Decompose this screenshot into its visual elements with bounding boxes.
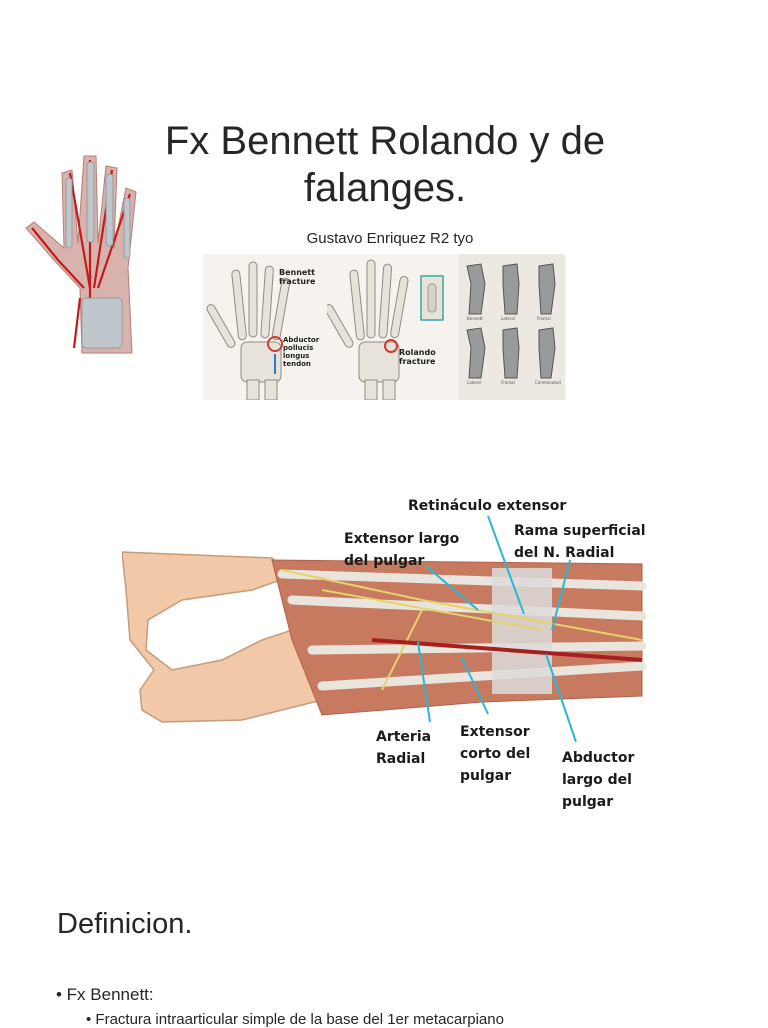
- xray-caption-1: Bennett: [467, 316, 483, 321]
- bennett-label-l1: Bennett: [279, 268, 315, 277]
- label-extensor-corto-l3: pulgar: [460, 768, 512, 784]
- xray-caption-4: Lateral: [467, 380, 481, 385]
- rolando-hand-skeleton-icon: [324, 259, 444, 401]
- xray-caption-3: Frontal: [537, 316, 551, 321]
- label-extensor-corto: Extensor corto del pulgar: [460, 721, 530, 787]
- abductor-label-l3: longus: [283, 352, 310, 360]
- label-arteria-radial: Arteria Radial: [376, 726, 431, 770]
- abductor-label-l1: Abductor: [283, 336, 320, 344]
- label-extensor-largo-l2: del pulgar: [344, 553, 425, 569]
- xray-caption-6: Comminuted: [535, 380, 561, 385]
- bennett-hand-skeleton-icon: [206, 261, 291, 401]
- label-extensor-largo: Extensor largo del pulgar: [344, 528, 459, 572]
- label-rama-l1: Rama superficial: [514, 523, 646, 539]
- label-rama-l2: del N. Radial: [514, 545, 615, 561]
- label-rama-superficial: Rama superficial del N. Radial: [514, 520, 646, 564]
- abductor-label: Abductor pollucis longus tendon: [283, 336, 319, 368]
- title-line-2: falanges.: [303, 166, 467, 210]
- label-arteria-l2: Radial: [376, 751, 426, 767]
- thumb-wrist-anatomy-figure: Retináculo extensor Extensor largo del p…: [121, 490, 652, 820]
- abductor-label-l4: tendon: [283, 360, 311, 368]
- xray-caption-2: Lateral: [501, 316, 515, 321]
- rolando-label-l1: Rolando: [399, 348, 436, 357]
- abductor-label-l2: pollucis: [283, 344, 314, 352]
- bullet-definition: • Fractura intraarticular simple de la b…: [86, 1011, 504, 1028]
- rolando-label-l2: fracture: [399, 357, 436, 366]
- label-abductor-largo: Abductor largo del pulgar: [562, 747, 634, 813]
- section-heading: Definicion.: [57, 908, 193, 940]
- label-extensor-corto-l2: corto del: [460, 746, 531, 762]
- xray-views-panel: Bennett Lateral Frontal Lateral Frontal …: [459, 254, 565, 400]
- slide-subtitle: Gustavo Enriquez R2 tyo: [306, 230, 474, 247]
- label-abductor-l3: pulgar: [562, 794, 614, 810]
- rolando-panel: Rolando fracture: [324, 254, 455, 401]
- rolando-label: Rolando fracture: [399, 348, 436, 366]
- label-retinaculo: Retináculo extensor: [408, 498, 567, 514]
- thumb-wrist-illustration-icon: [121, 515, 647, 743]
- label-abductor-l1: Abductor: [562, 750, 635, 766]
- metacarpal-xray-views-icon: [466, 263, 556, 379]
- bennett-panel: Bennett fracture Abductor pollucis longu…: [203, 254, 323, 401]
- label-abductor-l2: largo del: [562, 772, 632, 788]
- hand-vascular-illustration: [22, 148, 148, 358]
- bullet-fx-bennett: • Fx Bennett:: [56, 985, 154, 1004]
- label-extensor-largo-l1: Extensor largo: [344, 531, 460, 547]
- bennett-label-l2: fracture: [279, 277, 316, 286]
- label-extensor-corto-l1: Extensor: [460, 724, 530, 740]
- slide-title: Fx Bennett Rolando y de falanges.: [120, 118, 650, 212]
- bennett-label: Bennett fracture: [279, 268, 315, 286]
- xray-caption-5: Frontal: [501, 380, 515, 385]
- fracture-xray-figure: Bennett fracture Abductor pollucis longu…: [203, 254, 565, 401]
- label-arteria-l1: Arteria: [376, 729, 432, 745]
- title-line-1: Fx Bennett Rolando y de: [164, 119, 606, 163]
